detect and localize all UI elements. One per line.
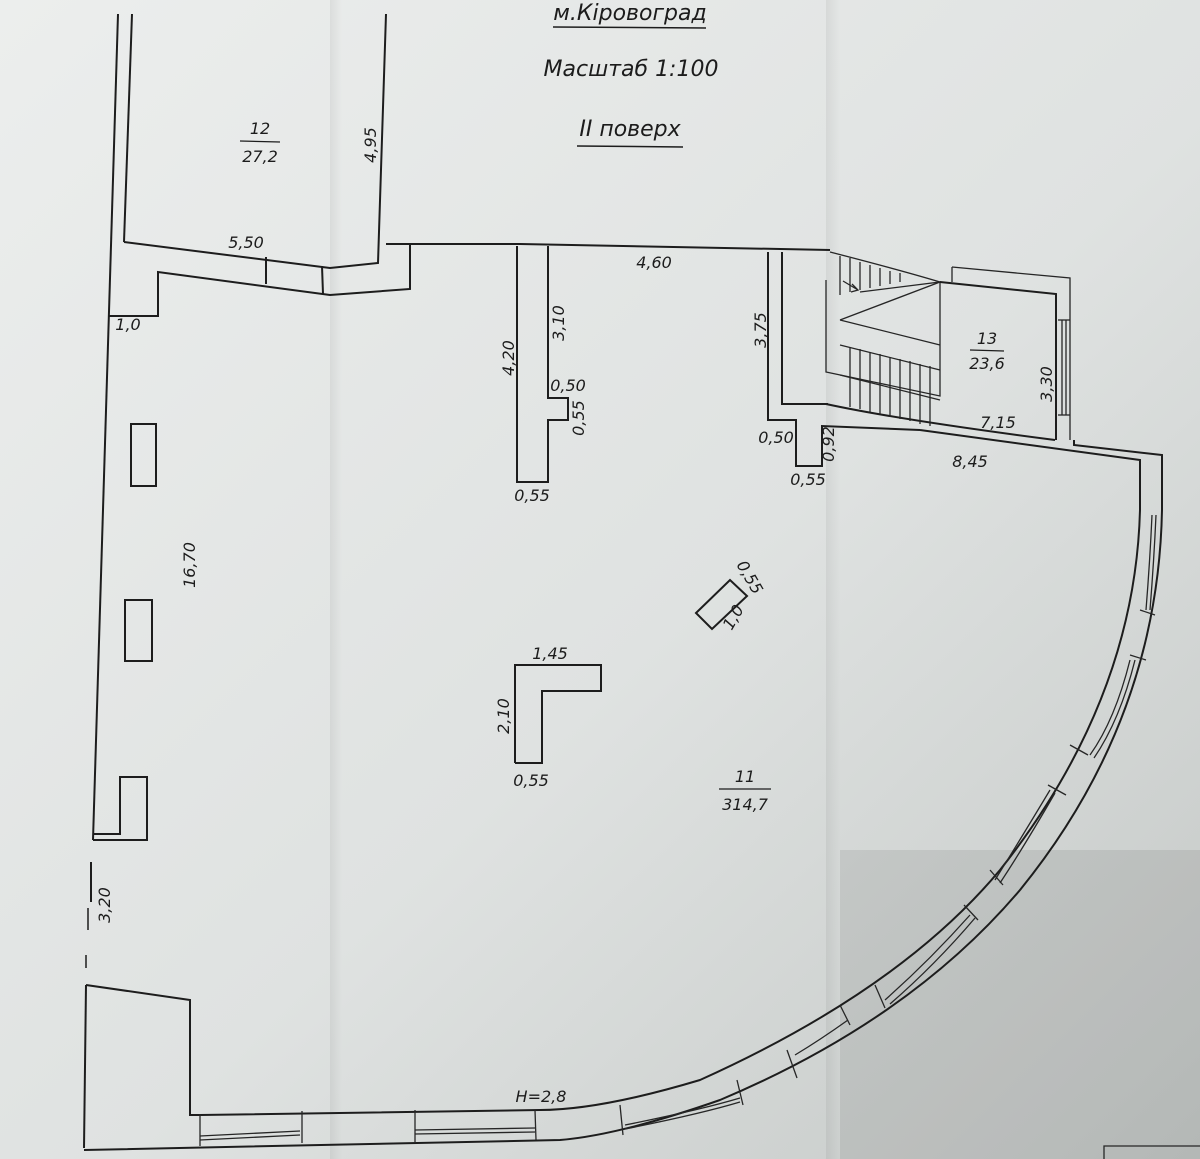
- room-13-label: 13 23,6: [969, 329, 1005, 373]
- dim-column1-step-h: 0,55: [569, 400, 588, 436]
- outer-walls: [83, 13, 1163, 1151]
- dim-column1-step-w: 0,50: [550, 376, 586, 395]
- paper-fold: [826, 0, 840, 1159]
- room-11-label: 11 314,7: [719, 767, 771, 814]
- city-underline: [552, 26, 707, 29]
- dim-room12-height: 4,95: [361, 127, 380, 163]
- dim-column1-upper: 3,10: [549, 305, 568, 341]
- dim-lshape-side: 2,10: [494, 698, 513, 734]
- floor-label: ІІ поверх: [579, 117, 681, 142]
- curved-windows: [199, 514, 1157, 1146]
- dim-stair-bottom: 0,55: [790, 470, 826, 489]
- svg-text:11: 11: [735, 767, 755, 786]
- dim-top-wall: 4,60: [636, 253, 672, 272]
- dim-stair-step-w: 0,50: [758, 428, 794, 447]
- dim-lshape-top: 1,45: [532, 644, 568, 663]
- dim-stair-step-h: 0,92: [819, 426, 838, 462]
- room-12-label: 12 27,2: [239, 119, 281, 166]
- dim-column1-bottom: 0,55: [514, 486, 550, 505]
- floor-underline: [576, 145, 684, 148]
- dimension-labels: 4,95 5,50 1,0 4,60 4,20 3,10 0,50 0,55 0…: [95, 127, 1056, 1106]
- adjacent-sheet-edge: [1103, 1145, 1200, 1159]
- paper-fold: [330, 0, 342, 1159]
- drawing-header: м.Кіровоград Масштаб 1:100 ІІ поверх: [544, 1, 719, 148]
- dim-column1-total: 4,20: [499, 340, 518, 376]
- svg-text:27,2: 27,2: [242, 147, 278, 166]
- dim-room13-width: 7,15: [980, 413, 1016, 432]
- dim-ceiling-height: H=2,8: [516, 1087, 567, 1106]
- scale-label: Масштаб 1:100: [544, 57, 719, 82]
- dim-lshape-bottom: 0,55: [513, 771, 549, 790]
- dim-left-offset: 1,0: [115, 315, 140, 334]
- stair-treads: [839, 256, 931, 426]
- dim-left-wall: 16,70: [180, 542, 199, 588]
- svg-text:12: 12: [250, 119, 270, 138]
- dim-left-opening: 3,20: [95, 887, 114, 923]
- svg-text:314,7: 314,7: [722, 795, 769, 814]
- dim-arc-top: 8,45: [952, 452, 988, 471]
- svg-text:23,6: 23,6: [969, 354, 1005, 373]
- dim-room13-height: 3,30: [1037, 366, 1056, 402]
- dim-room12-width: 5,50: [228, 233, 264, 252]
- dim-stair-wall: 3,75: [751, 312, 770, 348]
- paper-fold-shadow: [840, 850, 1200, 1159]
- city-label: м.Кіровоград: [553, 1, 706, 26]
- room13-window: [1058, 319, 1070, 416]
- stair-direction-arrow-icon: [842, 280, 860, 293]
- svg-text:13: 13: [977, 329, 997, 348]
